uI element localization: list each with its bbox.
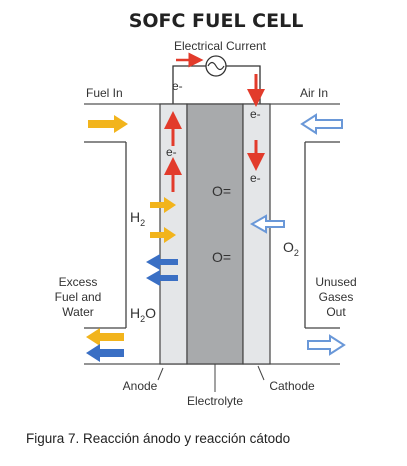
electron-label-1: e-: [172, 79, 183, 93]
svg-text:Water: Water: [62, 305, 94, 319]
svg-text:Gases: Gases: [319, 290, 354, 304]
h2-label: H2: [130, 209, 145, 228]
figure-caption: Figura 7. Reacción ánodo y reacción cáto…: [26, 431, 291, 446]
unused-gases-label: Unused Gases Out: [315, 275, 356, 319]
excess-fuel-arrow: [86, 328, 124, 346]
svg-text:Fuel and: Fuel and: [55, 290, 102, 304]
svg-text:Out: Out: [326, 305, 346, 319]
air-in-label: Air In: [300, 86, 328, 100]
h2o-arrow-1: [146, 254, 178, 270]
fuel-in-label: Fuel In: [86, 86, 123, 100]
excess-fuel-label: Excess Fuel and Water: [55, 275, 102, 319]
h2-arrow-1: [150, 197, 176, 213]
oxide-ion-label-1: O=: [212, 183, 231, 199]
h2o-label: H2O: [130, 305, 156, 324]
h2o-arrow-2: [146, 270, 178, 286]
svg-text:Excess: Excess: [59, 275, 98, 289]
diagram-title: SOFC FUEL CELL: [129, 10, 304, 32]
load-symbol: [205, 55, 227, 77]
fuel-in-arrow: [88, 115, 128, 133]
oxide-ion-label-2: O=: [212, 249, 231, 265]
electrolyte-label: Electrolyte: [187, 394, 243, 408]
electron-label-4: e-: [250, 171, 261, 185]
electron-label-2: e-: [166, 145, 177, 159]
excess-water-arrow: [86, 344, 124, 362]
h2-arrow-2: [150, 227, 176, 243]
unused-gases-arrow: [307, 334, 346, 356]
electrolyte-layer: [186, 103, 244, 365]
electron-label-3: e-: [250, 107, 261, 121]
air-in-arrow: [300, 113, 343, 135]
electrical-current-label: Electrical Current: [174, 39, 267, 53]
svg-text:Unused: Unused: [315, 275, 356, 289]
o2-label: O2: [283, 239, 299, 258]
cathode-label: Cathode: [269, 379, 315, 393]
o2-arrow: [249, 214, 285, 234]
anode-label: Anode: [123, 379, 158, 393]
